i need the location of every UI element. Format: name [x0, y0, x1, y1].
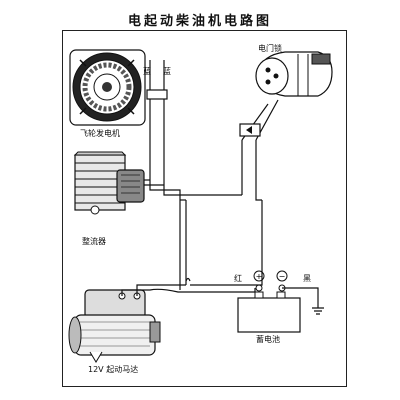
- battery-label: 蓄电池: [256, 335, 280, 344]
- wire-blue-label-1: 蓝: [143, 67, 151, 76]
- starter-motor: [68, 289, 161, 363]
- wire-red-label: 红: [234, 274, 242, 283]
- flywheel-generator-label: 飞轮发电机: [80, 129, 120, 138]
- rectifier-label: 整流器: [82, 237, 106, 246]
- wire-black-label: 黑: [303, 274, 311, 283]
- wiring: [121, 60, 324, 315]
- diagram-frame: [62, 30, 347, 387]
- negative-symbol: −: [279, 272, 286, 281]
- page-title: 电起动柴油机电路图: [127, 14, 272, 29]
- door-lock-switch: [255, 51, 333, 97]
- wire-blue-label-2: 蓝: [163, 67, 171, 76]
- flywheel-generator: [69, 49, 146, 126]
- door-lock-label: 电门锁: [258, 44, 282, 53]
- positive-symbol: +: [256, 272, 263, 281]
- starter-motor-label: 12V 起动马达: [88, 365, 139, 374]
- rectifier-unit: [73, 151, 145, 215]
- battery-unit: + −: [237, 270, 301, 333]
